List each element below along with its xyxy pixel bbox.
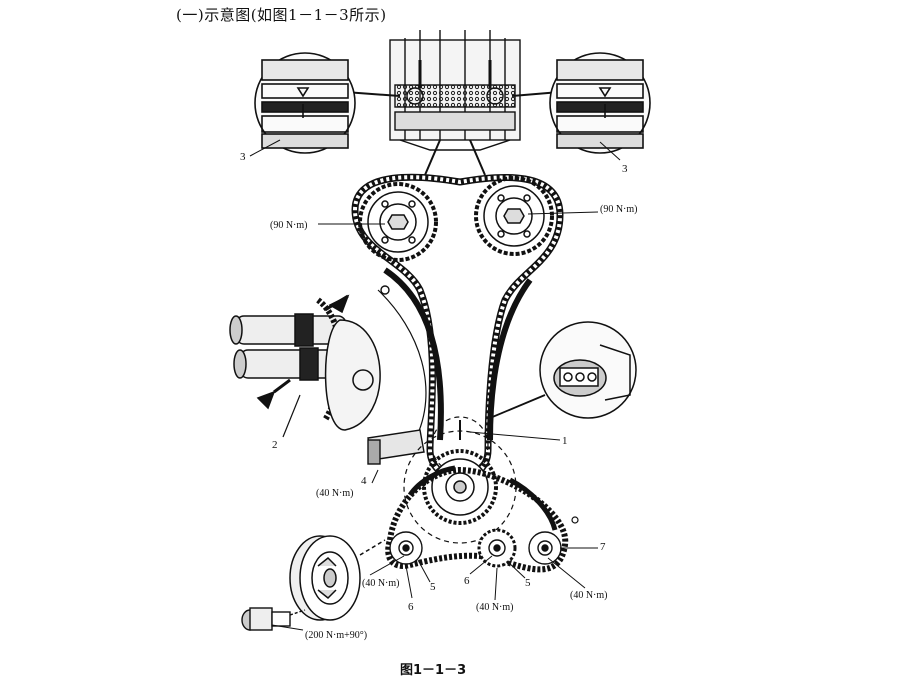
inset-circle-right xyxy=(549,52,651,154)
torque-crank-bolt: (200 N·m+90°) xyxy=(305,630,367,641)
camshaft-sprocket-right xyxy=(474,176,554,256)
cylinder-head-block xyxy=(389,30,521,151)
torque-sprocket-right: (40 N·m) xyxy=(570,590,608,601)
figure-caption: 图1－1－3 xyxy=(400,663,467,678)
camshaft-sprocket-left xyxy=(358,182,438,262)
torque-sprocket-middle: (40 N·m) xyxy=(476,602,514,613)
page-title: (一)示意图(如图1－1－3所示) xyxy=(176,6,387,24)
tensioner-inset xyxy=(489,321,637,419)
torque-sprocket-left: (40 N·m) xyxy=(362,578,400,589)
sprocket-lower-left xyxy=(389,531,423,565)
balance-chain xyxy=(385,465,579,573)
callout-5-left: 5 xyxy=(430,581,436,593)
sprocket-lower-middle xyxy=(477,528,517,568)
callout-5-right: 5 xyxy=(525,577,531,589)
callout-2: 2 xyxy=(272,439,278,451)
inset-circle-left xyxy=(254,52,356,154)
chain-cover-outline xyxy=(377,289,427,441)
torque-camshaft-right: (90 N·m) xyxy=(600,204,638,215)
callout-4: 4 xyxy=(361,475,367,487)
callout-3-right: 3 xyxy=(622,163,628,175)
callout-leaders xyxy=(249,139,621,631)
camshaft-assembly xyxy=(229,294,381,438)
torque-sensor: (40 N·m) xyxy=(316,488,354,499)
callout-7: 7 xyxy=(600,541,606,553)
callout-6-right: 6 xyxy=(464,575,470,587)
callout-1: 1 xyxy=(562,435,568,447)
callout-3-left: 3 xyxy=(240,151,246,163)
chain-guide-left xyxy=(380,267,444,441)
torque-camshaft-left: (90 N·m) xyxy=(270,220,308,231)
crankshaft-pulley xyxy=(289,535,386,621)
sprocket-lower-right xyxy=(528,531,562,565)
crankshaft-bolt xyxy=(241,607,306,631)
crank-position-sensor xyxy=(367,429,425,484)
callout-6-left: 6 xyxy=(408,601,414,613)
